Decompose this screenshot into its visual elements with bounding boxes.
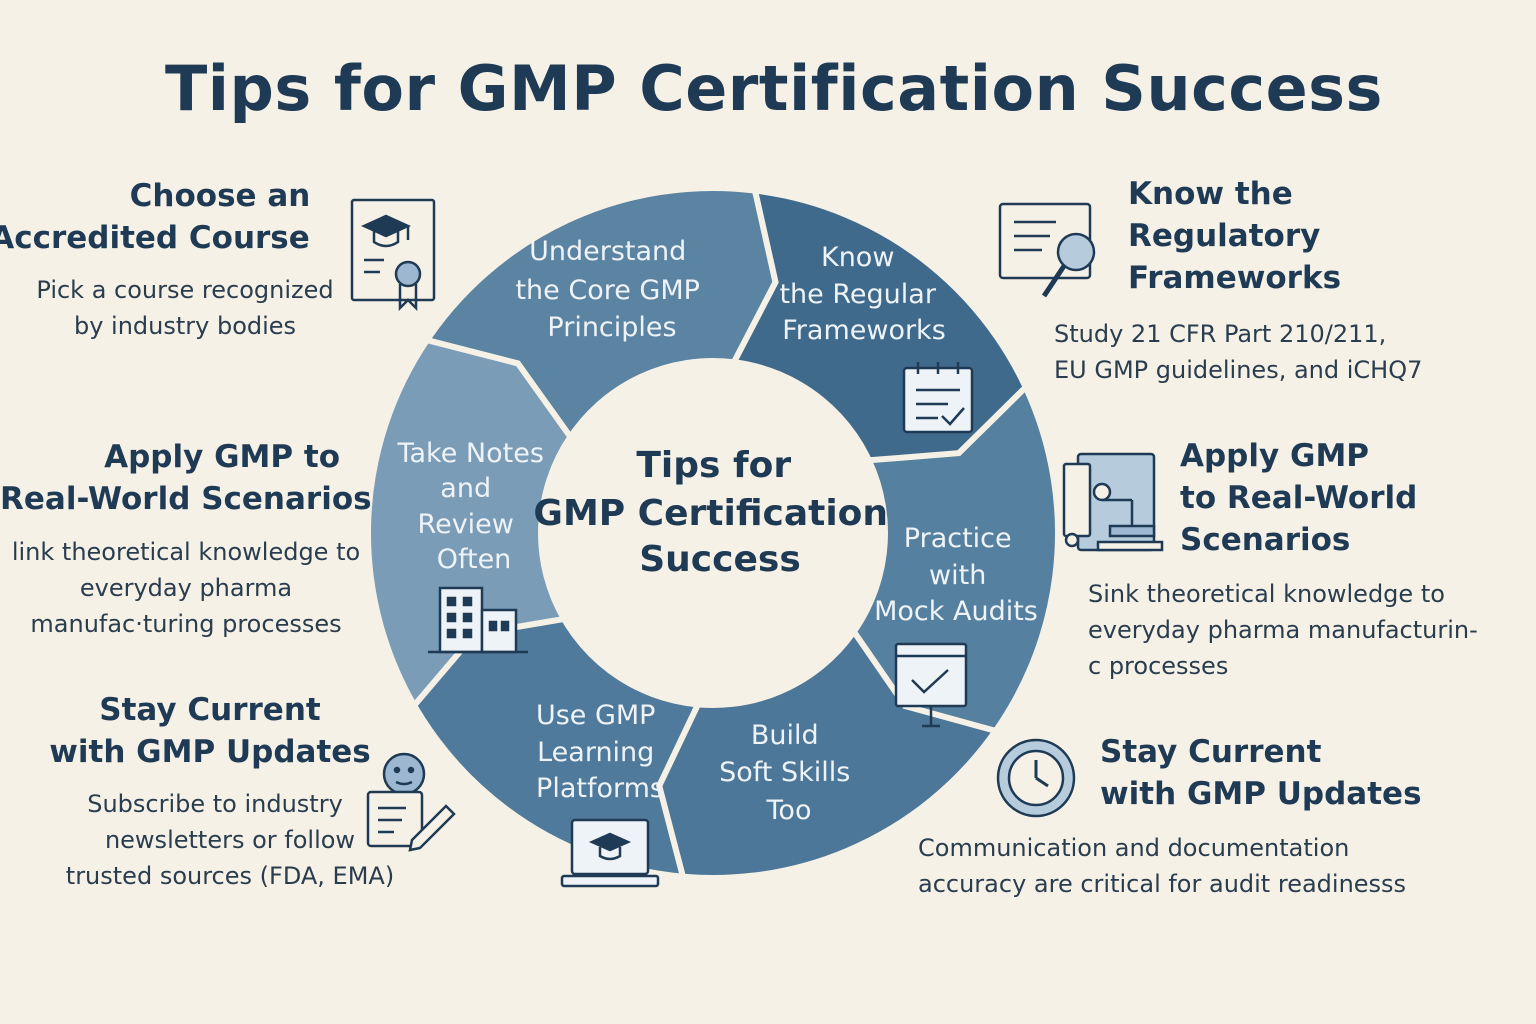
left-text-updates: Subscribe to industry newsletters or fol… (65, 790, 395, 890)
page-title: Tips for GMP Certification Success (165, 52, 1383, 125)
center-title: Tips for GMP Certification Success (533, 445, 900, 580)
left-heading-real-world: Apply GMP to Real-World Scenarios (0, 439, 372, 517)
center-line-3: Success (639, 539, 801, 580)
left-heading-updates: Stay Current with GMP Updates (49, 692, 371, 770)
center-line-2: GMP Certification (533, 493, 888, 534)
segment-label-learning-platforms: Use GMP Learning Platforms (536, 700, 664, 804)
checklist-icon (902, 362, 974, 434)
document-search-icon (996, 200, 1110, 304)
presentation-board-icon (894, 642, 968, 728)
buildings-icon (428, 586, 528, 654)
segment-label-take-notes: Take Notes and Review Often (396, 438, 552, 575)
right-text-updates: Communication and documentation accuracy… (918, 834, 1407, 898)
lab-equipment-icon (1058, 452, 1166, 558)
right-heading-updates: Stay Current with GMP Updates (1100, 734, 1422, 812)
segment-label-soft-skills: Build Soft Skills Too (719, 720, 859, 826)
center-line-1: Tips for (636, 445, 791, 486)
segment-label-frameworks: Know the Regular Frameworks (779, 242, 945, 346)
right-text-frameworks: Study 21 CFR Part 210/211, EU GMP guidel… (1054, 320, 1423, 384)
left-text-real-world: link theoretical knowledge to everyday p… (11, 538, 361, 638)
right-text-real-world: Sink theoretical knowledge to everyday p… (1088, 580, 1478, 680)
segment-label-core-principles: Understand the Core GMP Principles (515, 236, 708, 343)
laptop-icon (560, 818, 660, 888)
left-text-accredited-course: Pick a course recognized by industry bod… (36, 276, 334, 340)
right-heading-frameworks: Know the Regulatory Frameworks (1128, 176, 1342, 296)
clock-icon (994, 736, 1080, 822)
segment-label-mock-audits: Practice with Mock Audits (874, 523, 1038, 627)
left-heading-accredited-course: Choose an Accredited Course (0, 178, 311, 256)
center-circle (541, 361, 885, 705)
certificate-icon (350, 196, 440, 320)
newsletter-icon (362, 748, 458, 852)
right-heading-real-world: Apply GMP to Real-World Scenarios (1180, 438, 1418, 558)
